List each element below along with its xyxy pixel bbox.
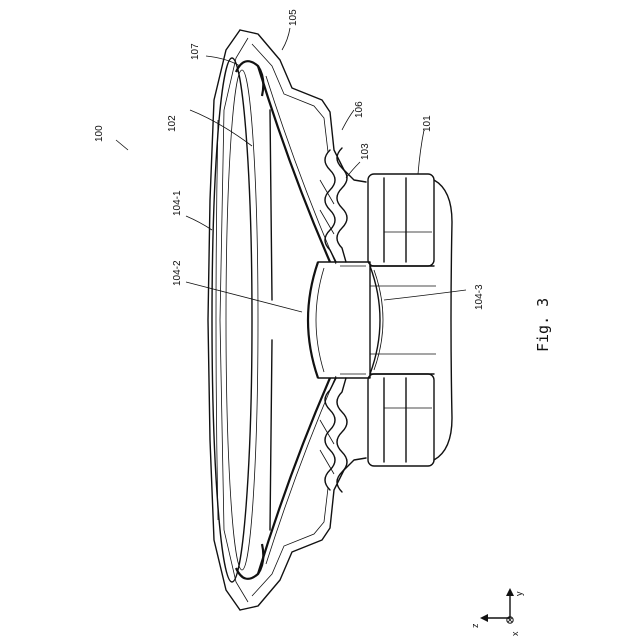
coordinate-axes: y z x xyxy=(470,588,524,636)
diaphragm-front xyxy=(212,58,258,582)
voice-coil-bobbin xyxy=(336,170,370,470)
label-100: 100 xyxy=(94,125,105,142)
leader-lines xyxy=(116,28,466,312)
axis-x-label: x xyxy=(510,631,520,636)
axis-z-label: z xyxy=(470,623,480,628)
center-cap xyxy=(308,262,336,378)
pole-piece xyxy=(370,266,383,374)
damper-spider xyxy=(320,148,347,492)
label-104-2: 104-2 xyxy=(172,260,183,286)
axis-y-label: y xyxy=(514,591,524,596)
label-106: 106 xyxy=(354,101,365,118)
figure-caption: Fig. 3 xyxy=(534,298,552,352)
label-103: 103 xyxy=(360,143,371,160)
label-104-3: 104-3 xyxy=(474,284,485,310)
label-101: 101 xyxy=(422,115,433,132)
surround-edge xyxy=(236,61,263,579)
label-104-1: 104-1 xyxy=(172,190,183,216)
label-102: 102 xyxy=(167,115,178,132)
label-107: 107 xyxy=(190,43,201,60)
frame-basket xyxy=(208,30,344,610)
cone xyxy=(258,66,336,574)
label-105: 105 xyxy=(288,9,299,26)
